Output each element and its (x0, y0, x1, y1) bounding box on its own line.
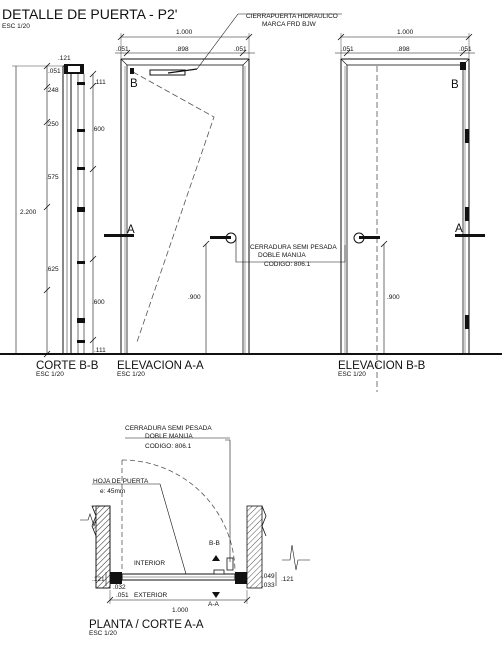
dim-plan-b: .051 (116, 592, 129, 599)
planta-label: PLANTA / CORTE A-A (89, 619, 204, 631)
dim-handle-height-bb: .900 (387, 294, 400, 301)
dim-frame-right-aa: .051 (234, 46, 247, 53)
dim-hinge-top: .600 (92, 126, 105, 133)
elevacion-aa-view (104, 58, 250, 355)
closer-note-line1: CIERRAPUERTA HIDRAULICO (246, 13, 338, 20)
elevacion-bb-label: ELEVACION B-B (338, 360, 426, 372)
dim-leaf-width-aa: .898 (176, 46, 189, 53)
exterior-label: EXTERIOR (134, 592, 168, 599)
dim-frame-right-bb: .051 (459, 46, 472, 53)
dim-total-width-aa: 1.000 (176, 29, 193, 36)
elevacion-bb-scale: ESC 1/20 (338, 371, 366, 378)
elevacion-aa-label: ELEVACION A-A (117, 360, 204, 372)
plan-lock-note-line3: CODIGO: 806.1 (145, 443, 192, 450)
dim-plan-a: .032 (113, 584, 126, 591)
dim-seg-4: .625 (46, 266, 59, 273)
dim-total-width-bb: 1.000 (397, 29, 414, 36)
dim-frame-left-aa: .051 (116, 46, 129, 53)
dim-frame-depth: .121 (58, 55, 71, 62)
dim-frame-left-bb: .051 (341, 46, 354, 53)
dim-hinge-bottom: .600 (92, 299, 105, 306)
dim-plan-total: 1.000 (172, 607, 189, 614)
planta-scale: ESC 1/20 (89, 630, 117, 637)
dim-total-height: 2.200 (20, 209, 37, 216)
closer-note-line2: MARCA FRD BJW (262, 21, 317, 28)
elevacion-aa-scale: ESC 1/20 (117, 371, 145, 378)
leaf-note-line2: e: 45mm (100, 488, 125, 495)
corte-bb-label: CORTE B-B (36, 360, 99, 372)
dim-plan-left: .121 (92, 576, 105, 583)
dim-leaf-width-bb: .898 (397, 46, 410, 53)
sheet-title: DETALLE DE PUERTA - P2' (2, 6, 177, 22)
interior-label: INTERIOR (134, 560, 165, 567)
dim-seg-2: .250 (46, 121, 59, 128)
sheet-scale: ESC 1/20 (2, 23, 30, 30)
dim-seg-3: .575 (46, 174, 59, 181)
section-mark-aa-plan: A-A (208, 601, 220, 608)
section-mark-b-bb: B (451, 79, 459, 91)
leaf-note-line1: HOJA DE PUERTA (93, 478, 149, 485)
plan-lock-note-line2: DOBLE MANIJA (145, 433, 193, 440)
corte-bb-scale: ESC 1/20 (36, 371, 64, 378)
corte-bb-view: .121 .051 .248 .250 .575 .625 2.200 .111… (12, 55, 106, 358)
section-mark-b-aa: B (130, 78, 138, 90)
dim-frame-top: .051 (48, 68, 61, 75)
dim-handle-height-aa: .900 (188, 294, 201, 301)
dim-plan-d: .033 (262, 582, 275, 589)
dim-seg-1: .248 (46, 87, 59, 94)
dim-side-bottom: .111 (94, 347, 106, 354)
lock-note-line3: CODIGO: 806.1 (264, 261, 311, 268)
lock-note-line1: CERRADURA SEMI PESADA (250, 244, 337, 251)
plan-lock-note-line1: CERRADURA SEMI PESADA (125, 425, 212, 432)
dim-plan-c: .049 (262, 573, 275, 580)
lock-note-line2: DOBLE MANIJA (258, 252, 306, 259)
dim-side-top: .111 (94, 79, 106, 86)
planta-view (80, 459, 310, 604)
section-mark-a-bb: A (455, 223, 463, 235)
section-mark-a-aa: A (127, 224, 135, 236)
section-mark-bb-plan: B-B (209, 540, 220, 547)
dim-plan-right: .121 (281, 576, 294, 583)
elevacion-bb-view (340, 58, 485, 392)
